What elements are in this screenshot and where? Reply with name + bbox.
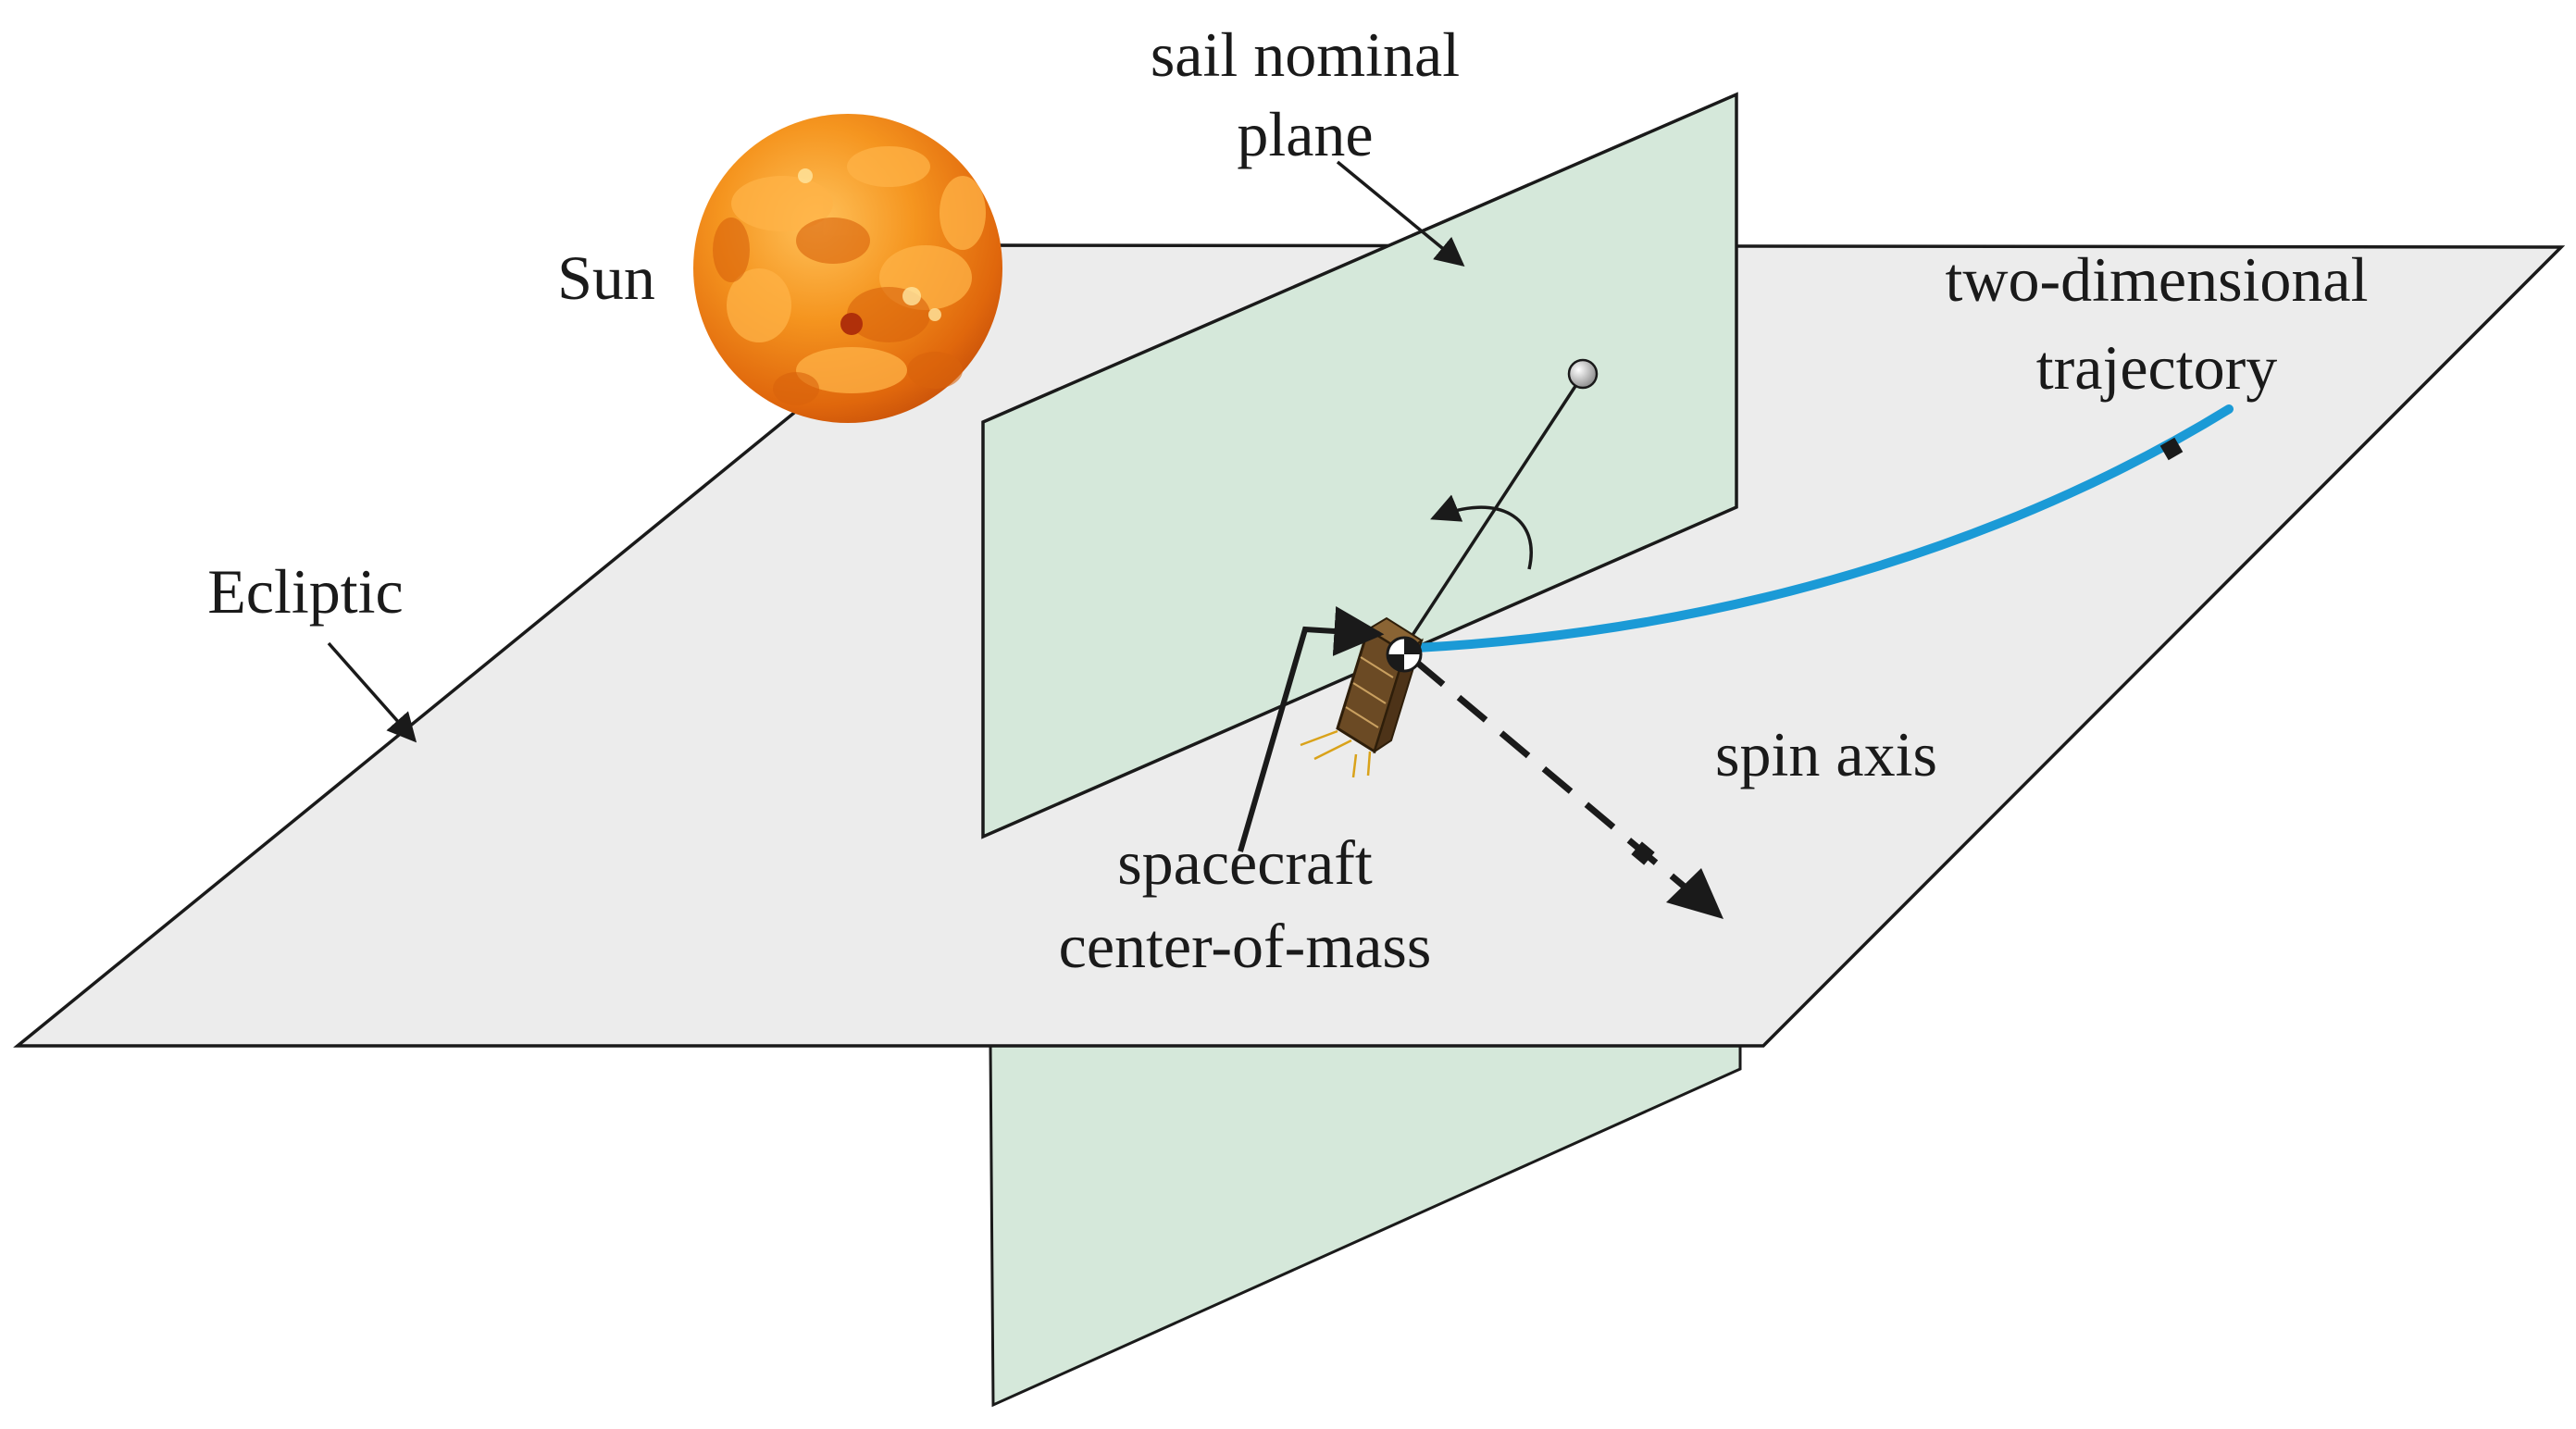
trajectory-label-line2: trajectory [2036, 332, 2278, 403]
spin-axis-arrowhead [1666, 868, 1724, 919]
spin-axis-tick [1631, 841, 1655, 865]
sail-axis-line [1402, 374, 1585, 649]
ecliptic-leader-arrow [327, 641, 417, 743]
cm-leader-arrow [1238, 606, 1385, 852]
spin-axis-label: spin axis [1715, 719, 1937, 789]
sun-label: Sun [557, 242, 655, 313]
trajectory-tick [2159, 437, 2184, 461]
cm-label-line1: spacecraft [1117, 827, 1373, 898]
sail-plane-label-line2: plane [1237, 99, 1373, 169]
sail-plane-leader-arrow [1336, 160, 1465, 267]
sail-tip-ball [1567, 358, 1599, 390]
ecliptic-label: Ecliptic [207, 556, 403, 627]
rotation-arrow [1430, 494, 1533, 570]
center-of-mass-icon [1386, 636, 1423, 673]
sail-plane-lower [989, 1044, 1742, 1408]
sail-nominal-plane [981, 92, 1738, 839]
spin-axis-arrow [1413, 659, 1706, 905]
trajectory-curve [1412, 404, 2234, 652]
cm-label-line2: center-of-mass [1059, 911, 1432, 981]
sun-icon [693, 114, 1002, 423]
trajectory-label-line1: two-dimensional [1945, 244, 2368, 315]
sail-plane-label-line1: sail nominal [1151, 19, 1460, 90]
